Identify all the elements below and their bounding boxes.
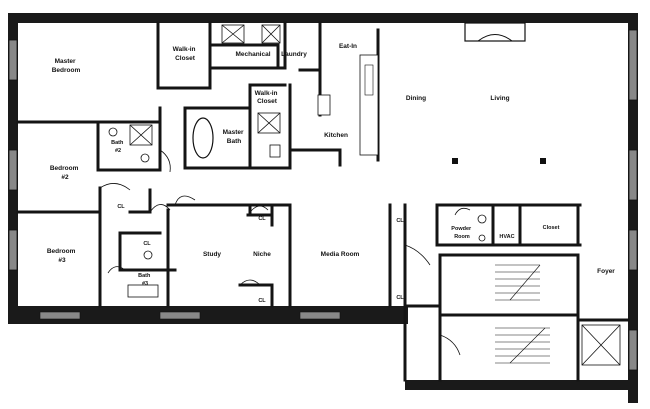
room-labels: Master Bedroom Walk-in Closet Mechanical… — [47, 43, 615, 304]
bedroom-2-label: Bedroom #2 — [50, 165, 80, 181]
bedroom-3-label: Bedroom #3 — [47, 248, 77, 264]
interior-walls — [16, 21, 630, 382]
study-label: Study — [203, 251, 221, 258]
niche-label: Niche — [253, 251, 271, 258]
eat-in-label: Eat-In — [339, 43, 357, 50]
closet-cl-label: CL — [258, 298, 266, 304]
foyer-label: Foyer — [597, 268, 615, 275]
living-label: Living — [490, 95, 509, 102]
closet-cl-label: CL — [143, 241, 151, 247]
closet-label: Closet — [543, 225, 560, 231]
bath-2-label: Bath #2 — [111, 140, 125, 154]
walk-in-closet-2-label: Walk-in Closet — [255, 90, 280, 105]
fixtures — [99, 22, 621, 366]
closet-cl-label: CL — [396, 218, 404, 224]
hvac-label: HVAC — [499, 234, 514, 240]
closet-cl-label: CL — [396, 295, 404, 301]
master-bath-label: Master Bath — [223, 129, 246, 145]
mechanical-label: Mechanical — [235, 51, 270, 58]
media-room-label: Media Room — [321, 251, 360, 258]
dining-label: Dining — [406, 95, 426, 102]
bath-3-label: Bath #3 — [138, 273, 152, 287]
master-bedroom-label: Master Bedroom — [52, 58, 81, 74]
walk-in-closet-1-label: Walk-in Closet — [173, 46, 198, 62]
powder-room-label: Powder Room — [451, 226, 472, 240]
exterior-walls — [8, 13, 638, 403]
closet-cl-label: CL — [258, 216, 266, 222]
closet-cl-label: CL — [117, 204, 125, 210]
laundry-label: Laundry — [281, 51, 307, 58]
kitchen-label: Kitchen — [324, 132, 348, 139]
